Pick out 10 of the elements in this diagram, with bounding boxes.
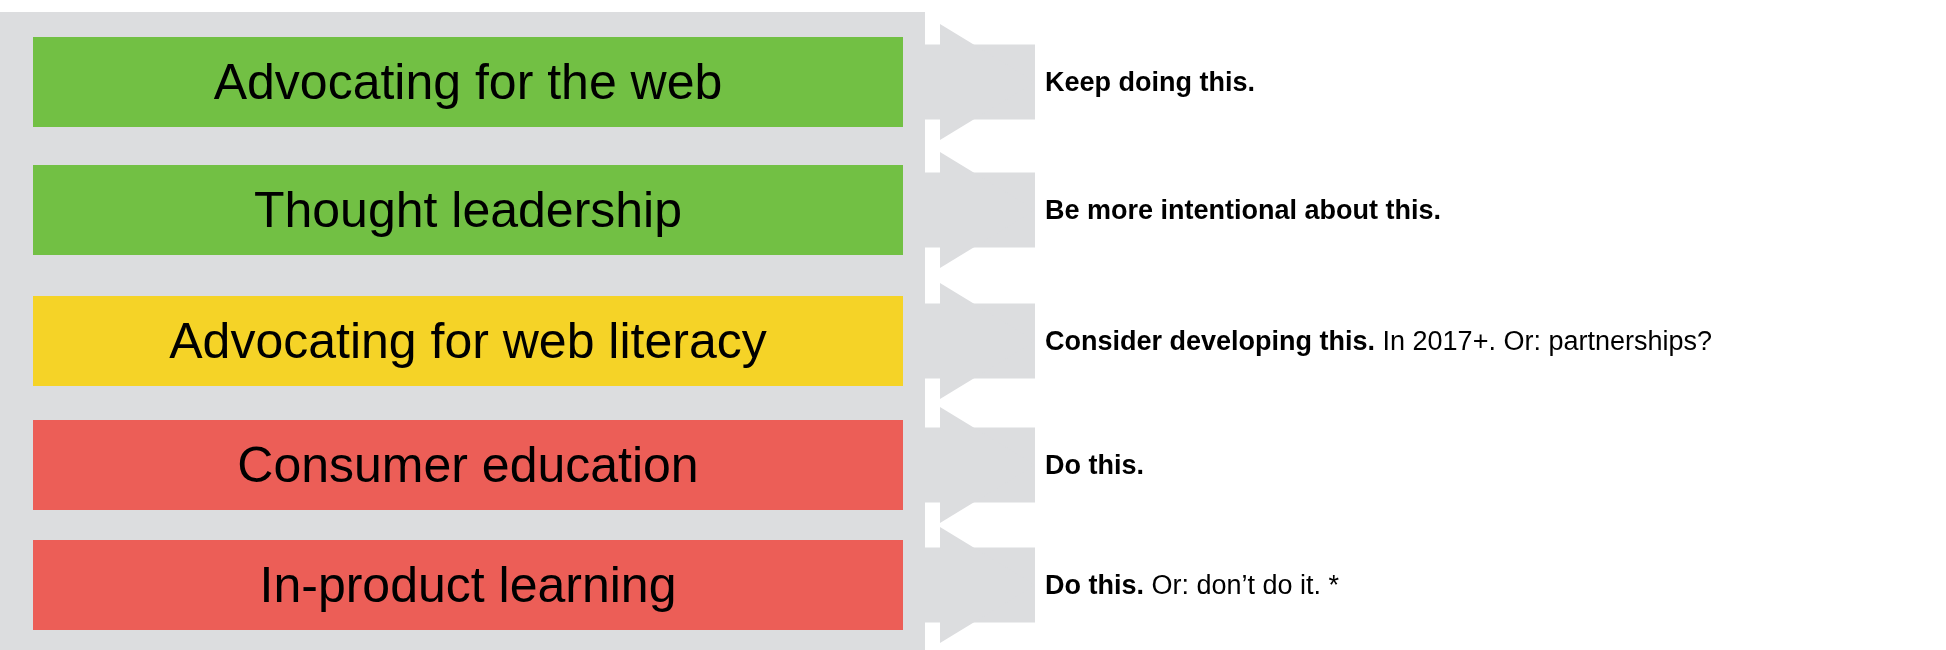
recommendation-text: Keep doing this. (1035, 64, 1255, 100)
recommendation-text: Consider developing this. In 2017+. Or: partnerships? (1035, 323, 1712, 359)
category-bar: Advocating for the web (33, 37, 903, 127)
category-bar: Consumer education (33, 420, 903, 510)
category-bar: Advocating for web literacy (33, 296, 903, 386)
category-bar: Thought leadership (33, 165, 903, 255)
recommendation-text: Do this. (1035, 447, 1144, 483)
recommendation-text: Be more intentional about this. (1035, 192, 1442, 228)
category-bar: In-product learning (33, 540, 903, 630)
recommendation-text: Do this. Or: don’t do it. * (1035, 567, 1340, 603)
